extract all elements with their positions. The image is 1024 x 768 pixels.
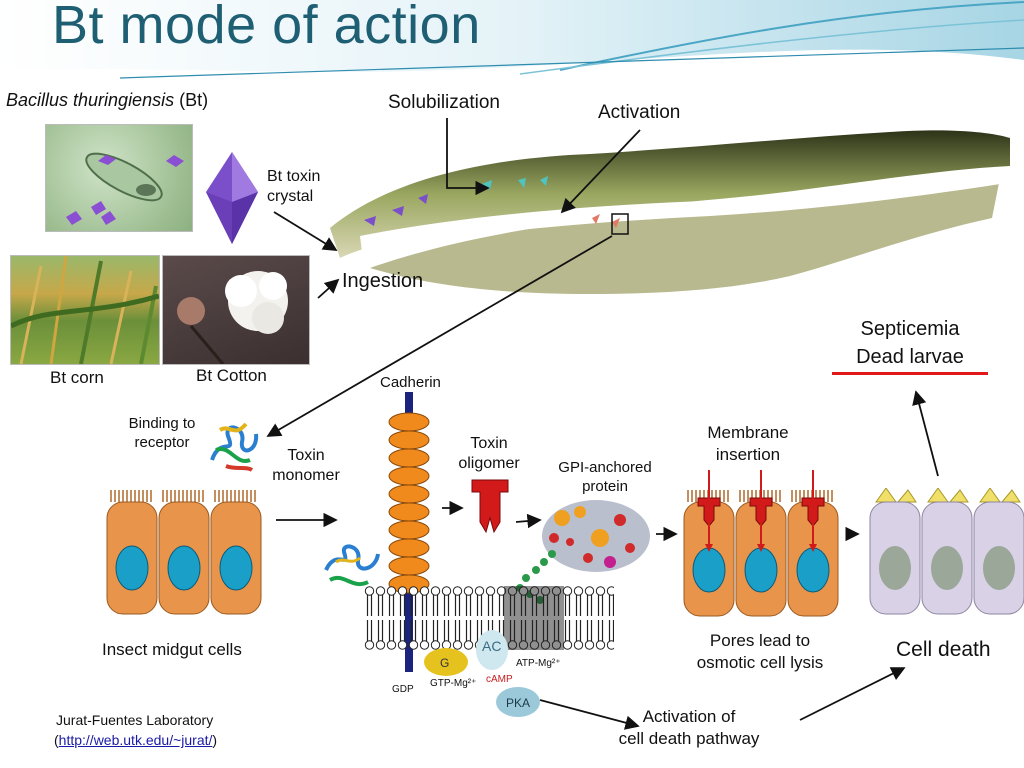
pores-lysis-label: Pores lead to osmotic cell lysis: [696, 631, 824, 672]
toxin-oligomer-label: Toxin oligomer: [458, 435, 520, 472]
larval-gut-illustration: [330, 130, 1010, 294]
species-name: Bacillus thuringiensis: [6, 90, 175, 110]
species-abbrev: (Bt): [179, 90, 209, 110]
bt-crystal-icon: [206, 152, 258, 244]
atp-label: ATP-Mg²⁺: [516, 658, 561, 669]
activation-pathway-label: Activation of cell death pathway: [618, 707, 760, 748]
pore-forming-cells: [683, 470, 839, 617]
arrow-oligomer-to-gpi: [515, 513, 542, 529]
insect-midgut-cells-label: Insect midgut cells: [102, 640, 242, 659]
insect-midgut-cells: [106, 490, 262, 615]
dead-larvae-label: Dead larvae: [856, 346, 964, 368]
bt-cotton-label: Bt Cotton: [196, 366, 267, 385]
gdp-label: GDP: [392, 684, 414, 695]
camp-label: cAMP: [486, 674, 513, 685]
toxin-monomer-label: Toxin monomer: [272, 447, 340, 484]
bt-toxin-crystal-label: Bt toxin crystal: [267, 168, 321, 205]
bt-corn-photo: [10, 255, 160, 365]
binding-to-receptor-label: Binding to receptor: [128, 415, 196, 451]
solubilization-label: Solubilization: [388, 92, 500, 113]
activation-label: Activation: [598, 102, 681, 123]
microvilli: [110, 490, 256, 502]
header-swoosh: [0, 0, 1024, 79]
bt-cotton-photo: [162, 255, 310, 365]
gpi-anchored-protein-label: GPI-anchored protein: [558, 459, 652, 495]
cadherin-label: Cadherin: [380, 374, 441, 391]
ingestion-label: Ingestion: [342, 270, 424, 292]
signaling-molecules: [424, 630, 540, 717]
ac-label: AC: [482, 638, 502, 654]
cell-death-label: Cell death: [896, 638, 991, 661]
bacteria-photo: [45, 124, 193, 232]
gtp-label: GTP-Mg²⁺: [430, 678, 477, 689]
bound-toxin-ribbon-icon: [324, 544, 380, 586]
lab-credit-label: Jurat-Fuentes Laboratory: [56, 712, 214, 728]
bacteria-illustration: [66, 152, 184, 225]
septicemia-label: Septicemia: [860, 318, 960, 340]
pka-label: PKA: [506, 696, 531, 710]
membrane-insertion-label: Membrane insertion: [707, 423, 789, 464]
g-protein-label: G: [440, 656, 450, 670]
arrow-pathway-to-cell-death: [799, 667, 906, 721]
toxin-oligomer-icon: [471, 479, 509, 534]
bt-corn-label: Bt corn: [50, 368, 104, 387]
lab-url-line: (http://web.utk.edu/~jurat/): [54, 732, 218, 748]
slide-title: Bt mode of action: [52, 0, 481, 55]
arrow-crystal-to-ingestion: [273, 211, 338, 251]
corn-leaves: [11, 256, 159, 364]
toxin-monomer-ribbon-icon: [210, 422, 259, 472]
arrow-to-septicemia: [912, 390, 939, 477]
gpi-anchored-protein-icon: [542, 500, 650, 572]
cotton-boll: [177, 271, 288, 364]
species-label: Bacillus thuringiensis (Bt): [6, 90, 208, 111]
lab-url-link[interactable]: http://web.utk.edu/~jurat/: [58, 732, 213, 748]
septicemia-underline: [832, 372, 988, 375]
dead-cells: [869, 488, 1024, 615]
